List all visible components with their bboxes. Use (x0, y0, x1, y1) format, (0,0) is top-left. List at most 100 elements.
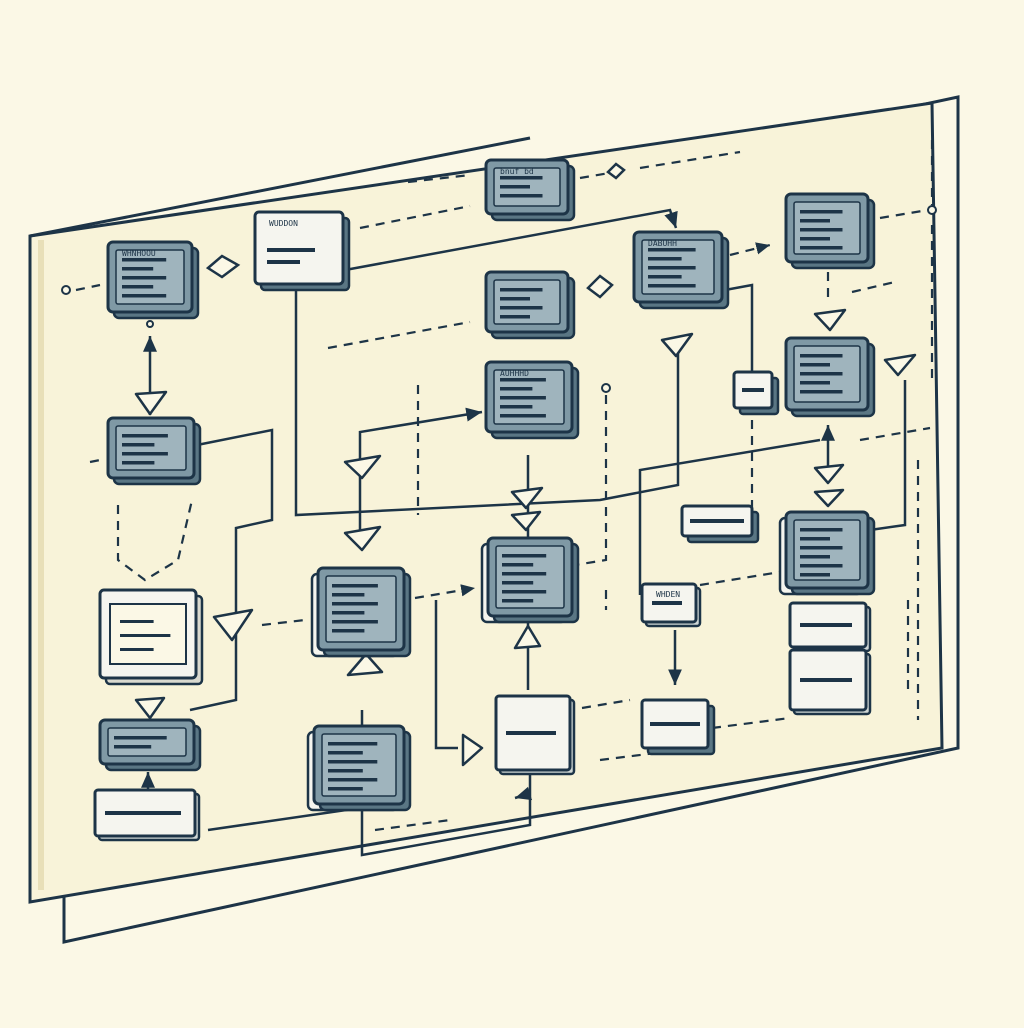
triangle-icon (510, 486, 544, 510)
junctions (61, 205, 937, 393)
text-line (332, 602, 378, 606)
connector-line (514, 786, 533, 801)
flow-box (93, 788, 201, 842)
flow-box (106, 416, 202, 486)
flow-box: WUDDON (253, 210, 351, 292)
dashed-connector (639, 150, 741, 170)
box-label: WHNHOOU (122, 249, 156, 258)
text-line (800, 564, 843, 568)
dashed-connector (729, 242, 771, 257)
text-line (122, 285, 154, 289)
dashed-connector (581, 698, 631, 710)
dashed-connector (711, 716, 791, 730)
connector-line (434, 600, 458, 750)
dashed-connector (859, 426, 931, 442)
flow-box (788, 601, 872, 653)
text-line (800, 390, 843, 394)
box-label: DABUHH (648, 239, 677, 248)
dashed-connector (327, 320, 471, 350)
text-line (652, 601, 682, 605)
flow-box: AUHHHD (484, 360, 580, 440)
text-line (332, 593, 365, 597)
dashed-connector (75, 283, 101, 292)
text-line (328, 760, 378, 764)
dashed-connector (359, 204, 471, 230)
flow-box (310, 566, 412, 658)
text-line (800, 363, 830, 367)
text-line (800, 555, 830, 559)
flow-box: DABUHH (632, 230, 730, 310)
dashed-connector (579, 170, 616, 180)
text-line (800, 354, 843, 358)
text-line (328, 787, 363, 791)
connector-line (358, 407, 483, 545)
text-line (500, 306, 543, 310)
dashed-connector (116, 499, 194, 582)
triangle-icon (510, 510, 542, 532)
dashed-connector (851, 280, 896, 294)
triangle-icon (346, 652, 384, 677)
triangle-icon (343, 525, 382, 552)
dashed-connectors (75, 140, 934, 832)
text-line (122, 276, 167, 280)
dashed-connector (414, 584, 476, 600)
flow-box (494, 694, 576, 776)
flow-box (98, 588, 204, 686)
text-line (648, 284, 696, 288)
text-line (800, 546, 843, 550)
text-line (742, 388, 764, 392)
text-line (800, 678, 852, 682)
text-line (502, 590, 547, 594)
dashed-connector (89, 458, 101, 464)
text-line (500, 378, 546, 382)
text-line (122, 434, 168, 438)
connector-line (869, 380, 907, 532)
text-line (122, 443, 155, 447)
text-line (122, 294, 167, 298)
diamond-markers (205, 162, 626, 299)
text-line (500, 288, 543, 292)
flow-box (778, 510, 876, 596)
connector-line (207, 806, 361, 832)
dashed-connector (879, 208, 929, 220)
text-line (122, 461, 155, 465)
text-line (328, 742, 378, 746)
text-line (500, 396, 546, 400)
junction-dot (146, 320, 154, 328)
text-line (114, 736, 167, 740)
text-line (502, 572, 547, 576)
box-label: bnuf bd (500, 167, 534, 176)
text-line (502, 563, 534, 567)
text-line (648, 257, 682, 261)
text-line (800, 237, 830, 241)
text-line (506, 731, 556, 735)
box-screen (107, 727, 187, 757)
text-line (800, 210, 843, 214)
connector-line (189, 428, 274, 712)
flow-box (640, 698, 716, 756)
text-line (648, 275, 682, 279)
flow-box (480, 536, 580, 624)
text-line (267, 248, 315, 252)
diamond-icon (586, 274, 614, 299)
text-line (502, 554, 547, 558)
triangle-icon (513, 624, 542, 650)
text-line (114, 745, 152, 749)
junction-dot (927, 205, 937, 215)
text-line (500, 194, 543, 198)
text-line (502, 599, 534, 603)
text-line (332, 620, 378, 624)
triangle-icon (461, 733, 484, 767)
flow-box (788, 648, 872, 716)
junction-dot (61, 285, 71, 295)
text-line (500, 414, 546, 418)
connector-line (294, 290, 680, 517)
flow-box (98, 718, 202, 772)
triangle-icon (134, 696, 166, 720)
flow-box (784, 336, 876, 418)
connector-line (638, 438, 821, 595)
triangle-icon (813, 308, 847, 332)
text-line (800, 246, 843, 250)
flow-box (732, 370, 780, 416)
